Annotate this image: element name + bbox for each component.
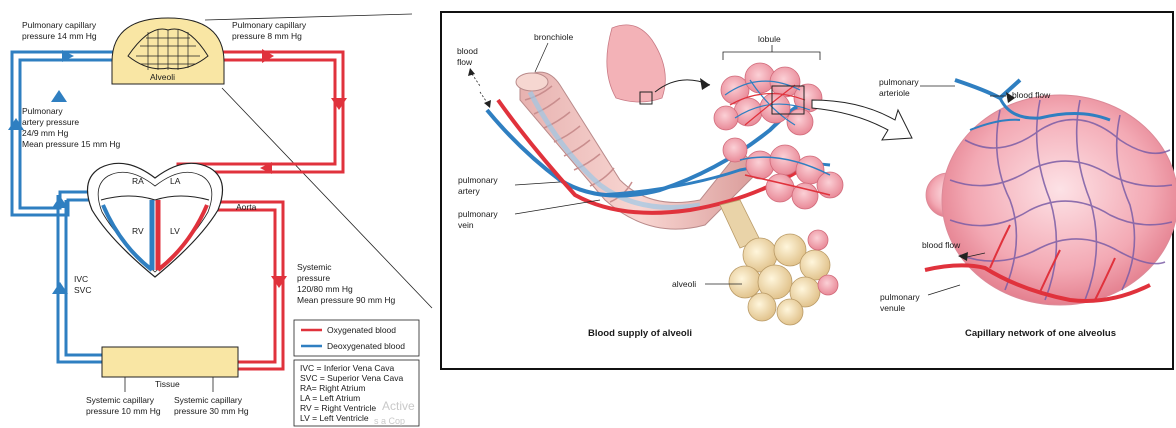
arrow-down-icon [331,98,347,110]
legend-oxygenated-label: Oxygenated blood [327,325,396,335]
heart [88,163,223,277]
caption-capillary-network: Capillary network of one alveolus [965,328,1116,339]
systemic-line1: Systemic [297,262,332,272]
pulmonary-arteriole-line1: pulmonary [879,77,919,87]
tissue-box [102,347,238,377]
watermark-line2: s a Cop [374,416,405,426]
abbr-ivc: IVC = Inferior Vena Cava [300,363,395,373]
svc-label: SVC [74,285,91,295]
pulm-artery-line2: artery pressure [22,117,79,127]
pulmonary-artery-line2: artery [458,186,480,196]
arrow-up-icon [51,90,67,102]
caption-blood-supply: Blood supply of alveoli [588,328,692,339]
abbr-ra: RA= Right Atrium [300,383,365,393]
watermark-line1: Active [382,399,415,413]
aorta-label: Aorta [236,202,257,212]
arrow-down-icon [271,276,287,288]
systemic-line3: 120/80 mm Hg [297,284,353,294]
abbr-lv: LV = Left Ventricle [300,413,369,423]
pulm-cap-right-line1: Pulmonary capillary [232,20,307,30]
pulmonary-venule-line2: venule [880,303,905,313]
alveoli-illustration-panel [441,12,1176,369]
ra-label: RA [132,176,144,186]
lobule-label: lobule [758,34,781,44]
sys-cap-left-line2: pressure 10 mm Hg [86,406,161,416]
pulm-cap-left-line2: pressure 14 mm Hg [22,31,97,41]
legend-deoxygenated-label: Deoxygenated blood [327,341,405,351]
pulm-cap-left-line1: Pulmonary capillary [22,20,97,30]
pulm-artery-line3: 24/9 mm Hg [22,128,69,138]
abbr-svc: SVC = Superior Vena Cava [300,373,404,383]
blood-flow-top-label: blood flow [1012,90,1051,100]
lv-label: LV [170,226,180,236]
sys-cap-right-line1: Systemic capillary [174,395,243,405]
sys-cap-right-line2: pressure 30 mm Hg [174,406,249,416]
systemic-line2: pressure [297,273,330,283]
pulmonary-artery-line1: pulmonary [458,175,498,185]
blood-flow-left-line2: flow [457,57,473,67]
pulm-artery-line1: Pulmonary [22,106,63,116]
la-label: LA [170,176,181,186]
blood-flow-bottom-label: blood flow [922,240,961,250]
abbr-la: LA = Left Atrium [300,393,360,403]
alveoli-right-label: alveoli [672,279,696,289]
tissue-label: Tissue [155,379,180,389]
alveoli-label: Alveoli [150,72,175,82]
systemic-line4: Mean pressure 90 mm Hg [297,295,396,305]
rv-label: RV [132,226,144,236]
ivc-label: IVC [74,274,88,284]
pulm-artery-line4: Mean pressure 15 mm Hg [22,139,121,149]
pulmonary-vein-line1: pulmonary [458,209,498,219]
pulmonary-arteriole-line2: arteriole [879,88,910,98]
sys-cap-left-line1: Systemic capillary [86,395,155,405]
pulm-cap-right-line2: pressure 8 mm Hg [232,31,302,41]
blood-flow-left-line1: blood [457,46,478,56]
pulmonary-venule-line1: pulmonary [880,292,920,302]
pulmonary-vein-line2: vein [458,220,474,230]
abbr-rv: RV = Right Ventricle [300,403,376,413]
bronchiole-label: bronchiole [534,32,573,42]
